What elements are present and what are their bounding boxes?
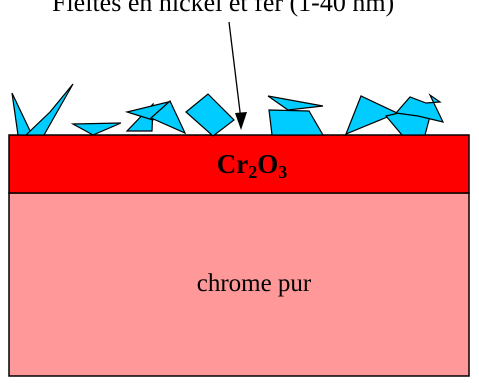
flake — [394, 93, 445, 123]
flakes-group — [11, 83, 445, 137]
flake — [11, 92, 33, 136]
annotation-arrow-line — [228, 21, 242, 121]
flake — [70, 122, 122, 136]
annotation-text: Fleites en nickel et fer (1-40 nm) — [52, 0, 394, 17]
flake — [185, 93, 235, 137]
flake — [344, 95, 399, 136]
flake — [267, 95, 324, 111]
substrate-layer — [8, 192, 470, 377]
flake — [24, 83, 74, 136]
oxide-label: Cr2O3 — [217, 149, 288, 182]
flake — [149, 100, 187, 135]
substrate-label: chrome pur — [197, 270, 312, 297]
annotation-arrowhead — [235, 112, 247, 130]
oxide-layer — [8, 134, 470, 194]
flake — [268, 109, 325, 136]
